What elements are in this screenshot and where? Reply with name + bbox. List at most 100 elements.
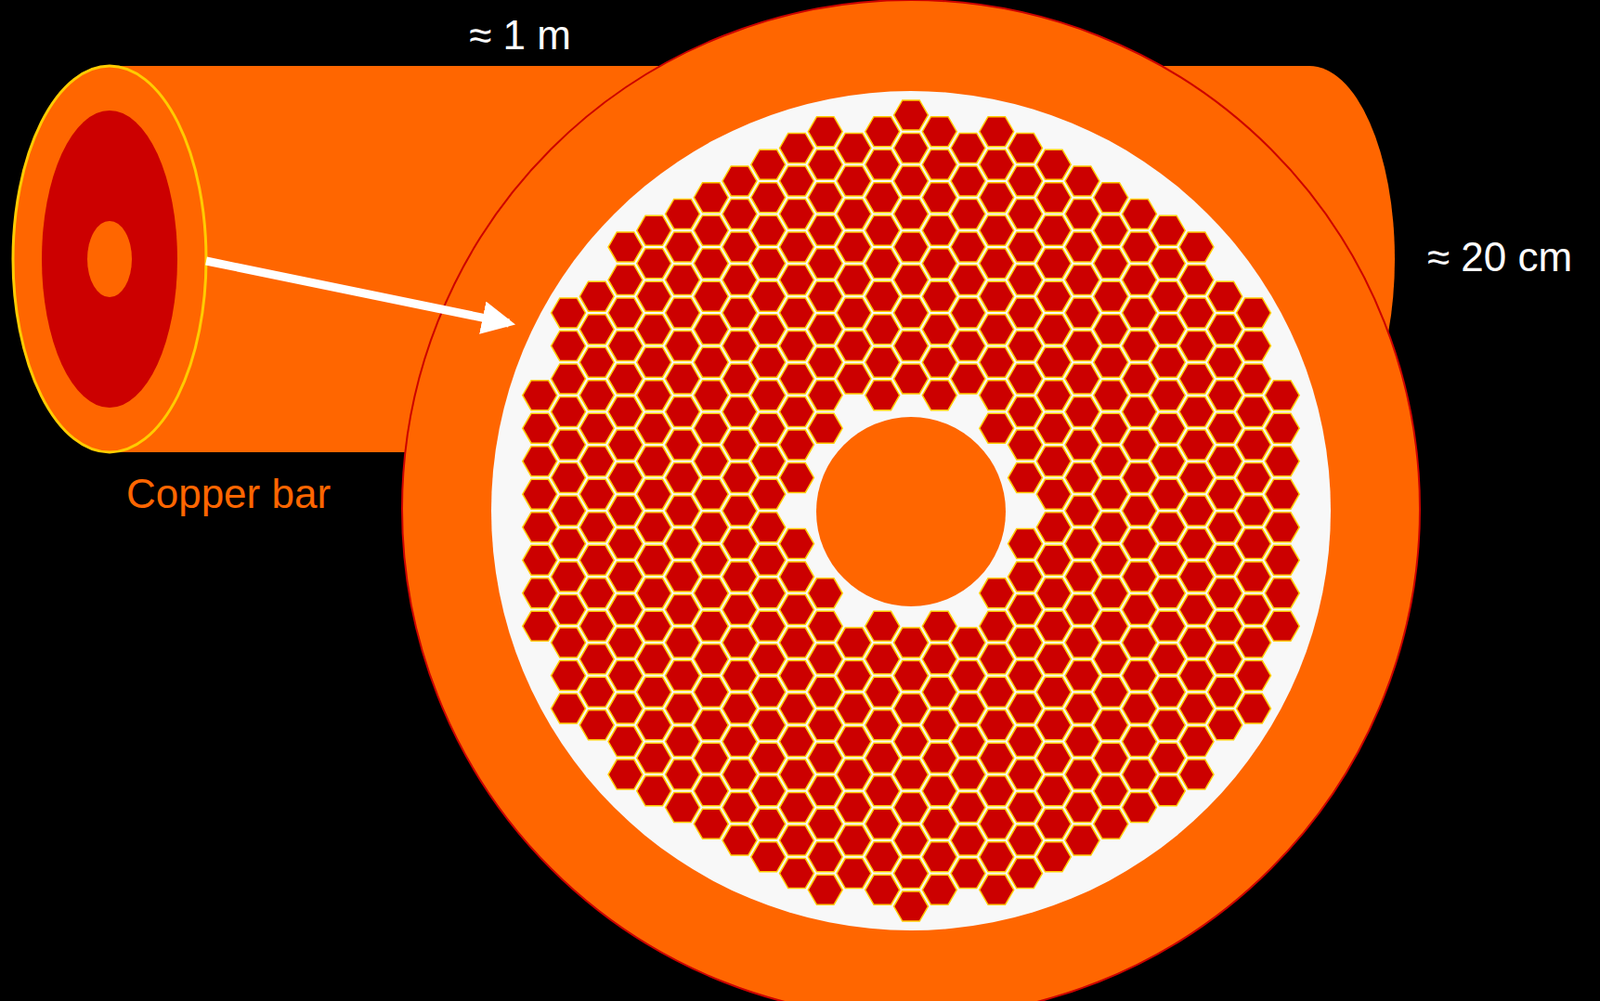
strand-hexagon (751, 808, 786, 839)
strand-hexagon (1093, 479, 1129, 509)
strand-hexagon (637, 446, 672, 477)
strand-hexagon (1065, 198, 1100, 229)
strand-hexagon (522, 578, 558, 609)
strand-hexagon (807, 742, 843, 773)
strand-hexagon (608, 264, 643, 295)
strand-hexagon (836, 166, 872, 196)
strand-hexagon (1150, 742, 1185, 773)
strand-hexagon (1036, 808, 1071, 839)
strand-hexagon (922, 644, 957, 675)
strand-hexagon (665, 429, 701, 460)
strand-hexagon (1150, 776, 1185, 807)
strand-hexagon (1065, 429, 1100, 460)
strand-hexagon (1036, 644, 1071, 675)
strand-hexagon (637, 710, 672, 741)
strand-hexagon (894, 759, 929, 790)
strand-hexagon (780, 529, 815, 560)
strand-hexagon (922, 182, 957, 213)
strand-hexagon (979, 776, 1015, 807)
strand-hexagon (780, 727, 815, 757)
strand-hexagon (665, 397, 701, 428)
strand-hexagon (693, 676, 729, 707)
strand-hexagon (665, 793, 701, 823)
strand-hexagon (1008, 364, 1043, 394)
strand-hexagon (665, 661, 701, 691)
strand-hexagon (780, 825, 815, 856)
strand-hexagon (1065, 463, 1100, 494)
strand-hexagon (693, 413, 729, 443)
strand-hexagon (1208, 710, 1243, 741)
strand-hexagon (1036, 347, 1071, 378)
strand-hexagon (1264, 611, 1300, 641)
strand-hexagon (1122, 529, 1158, 560)
strand-hexagon (722, 495, 757, 526)
strand-hexagon (1008, 858, 1043, 889)
strand-hexagon (1036, 248, 1071, 279)
strand-hexagon (1236, 364, 1272, 394)
strand-hexagon (836, 298, 872, 328)
strand-hexagon (979, 413, 1015, 443)
strand-hexagon (979, 149, 1015, 180)
strand-hexagon (1208, 512, 1243, 543)
strand-hexagon (522, 611, 558, 641)
strand-hexagon (722, 627, 757, 658)
strand-hexagon (751, 611, 786, 641)
strand-hexagon (608, 693, 643, 724)
strand-hexagon (894, 891, 929, 922)
strand-hexagon (922, 281, 957, 312)
strand-hexagon (950, 364, 986, 394)
strand-hexagon (1008, 132, 1043, 163)
strand-hexagon (693, 578, 729, 609)
strand-hexagon (637, 479, 672, 509)
strand-hexagon (1150, 611, 1185, 641)
strand-hexagon (751, 710, 786, 741)
strand-hexagon (579, 578, 614, 609)
strand-hexagon (894, 232, 929, 262)
strand-hexagon (950, 298, 986, 328)
strand-hexagon (807, 248, 843, 279)
strand-hexagon (1008, 825, 1043, 856)
strand-hexagon (551, 627, 586, 658)
strand-hexagon (751, 512, 786, 543)
strand-hexagon (579, 479, 614, 509)
strand-hexagon (665, 298, 701, 328)
strand-hexagon (1150, 380, 1185, 411)
strand-hexagon (693, 281, 729, 312)
strand-hexagon (1065, 529, 1100, 560)
strand-hexagon (1150, 281, 1185, 312)
strand-hexagon (950, 264, 986, 295)
strand-hexagon (1065, 793, 1100, 823)
strand-hexagon (637, 644, 672, 675)
strand-array (522, 100, 1300, 922)
strand-hexagon (722, 529, 757, 560)
strand-hexagon (780, 397, 815, 428)
strand-hexagon (979, 380, 1015, 411)
strand-hexagon (608, 463, 643, 494)
strand-hexagon (1122, 727, 1158, 757)
strand-hexagon (608, 429, 643, 460)
strand-hexagon (894, 166, 929, 196)
strand-hexagon (1150, 676, 1185, 707)
strand-hexagon (722, 727, 757, 757)
strand-hexagon (693, 545, 729, 575)
strand-hexagon (693, 611, 729, 641)
strand-hexagon (608, 529, 643, 560)
strand-hexagon (665, 727, 701, 757)
strand-hexagon (1008, 298, 1043, 328)
strand-hexagon (807, 413, 843, 443)
strand-hexagon (1008, 232, 1043, 262)
strand-hexagon (751, 545, 786, 575)
strand-hexagon (1065, 727, 1100, 757)
strand-hexagon (1150, 446, 1185, 477)
strand-hexagon (922, 842, 957, 872)
strand-hexagon (722, 166, 757, 196)
strand-hexagon (1122, 561, 1158, 592)
strand-hexagon (1093, 314, 1129, 345)
strand-hexagon (950, 232, 986, 262)
strand-hexagon (1236, 429, 1272, 460)
strand-hexagon (1008, 463, 1043, 494)
strand-hexagon (807, 874, 843, 905)
strand-hexagon (693, 347, 729, 378)
strand-hexagon (979, 676, 1015, 707)
strand-hexagon (579, 512, 614, 543)
